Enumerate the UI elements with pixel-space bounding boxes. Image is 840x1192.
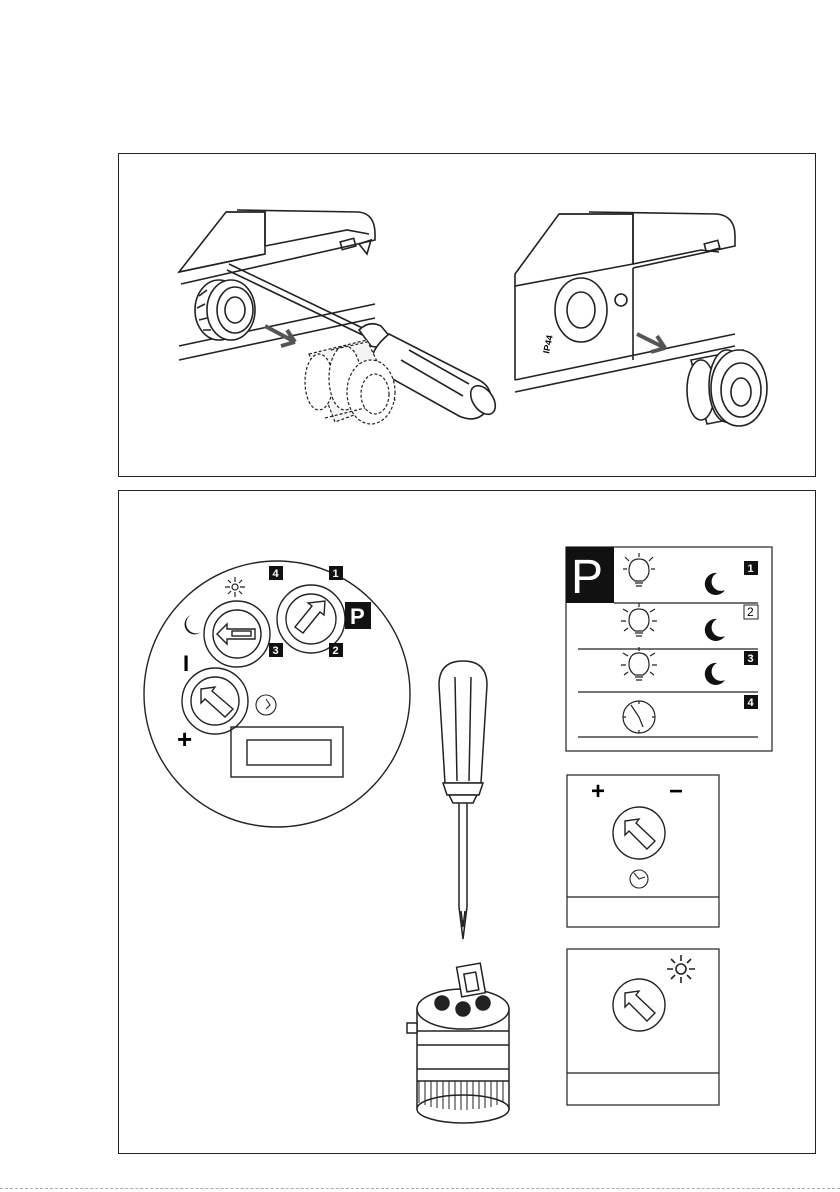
program-header: P bbox=[571, 551, 603, 604]
moon-icon bbox=[590, 955, 607, 978]
moon-icon bbox=[705, 663, 725, 685]
position-tag-4: 4 bbox=[269, 566, 283, 580]
bulb-icon bbox=[621, 603, 657, 636]
sensor-window bbox=[231, 727, 343, 777]
settings-panel: 4 1 3 2 P I + bbox=[118, 490, 816, 1154]
installation-illustration: IP44 bbox=[119, 154, 817, 478]
settings-illustration: 4 1 3 2 P I + bbox=[119, 491, 817, 1155]
svg-text:2: 2 bbox=[747, 605, 754, 619]
program-marker: P bbox=[345, 602, 371, 629]
time-trimmer-dial[interactable] bbox=[613, 807, 665, 859]
moon-icon bbox=[705, 619, 725, 641]
moon-icon bbox=[185, 615, 201, 634]
position-tag-1: 1 bbox=[329, 566, 343, 580]
sensor-knob-extracted bbox=[687, 350, 767, 426]
light-trimmer-dial[interactable] bbox=[204, 601, 270, 667]
svg-text:2: 2 bbox=[333, 645, 339, 657]
sun-icon bbox=[225, 577, 245, 597]
position-tag-3: 3 bbox=[269, 643, 283, 657]
removal-arrow-right-icon bbox=[637, 334, 665, 352]
plus-symbol: + bbox=[591, 778, 605, 805]
svg-text:1: 1 bbox=[748, 563, 754, 575]
minus-symbol: I bbox=[183, 651, 189, 676]
bulb-icon bbox=[621, 647, 657, 680]
clock-icon bbox=[630, 870, 648, 888]
screwdriver-icon bbox=[439, 661, 487, 939]
svg-text:P: P bbox=[350, 604, 365, 629]
sensor-knob-mounted bbox=[195, 280, 255, 340]
program-row-2: 2 bbox=[621, 603, 758, 641]
svg-text:3: 3 bbox=[748, 653, 754, 665]
ip-rating-label: IP44 bbox=[541, 334, 555, 354]
time-trimmer-dial[interactable] bbox=[182, 668, 248, 734]
program-row-4: 4 bbox=[623, 695, 758, 733]
moon-icon bbox=[705, 573, 725, 595]
installation-panel: IP44 bbox=[118, 153, 816, 477]
program-selector-dial[interactable] bbox=[277, 585, 345, 653]
page-edge-rule bbox=[0, 1188, 840, 1189]
sun-icon bbox=[667, 955, 695, 983]
svg-text:3: 3 bbox=[273, 645, 279, 657]
program-table: P 1 bbox=[566, 547, 772, 751]
position-tag-2: 2 bbox=[329, 643, 343, 657]
dial-face: 4 1 3 2 P I + bbox=[144, 561, 410, 827]
bulb-icon bbox=[623, 553, 655, 586]
program-row-3: 3 bbox=[621, 647, 758, 685]
sensor-module bbox=[407, 963, 509, 1123]
light-trimmer-dial[interactable] bbox=[613, 979, 665, 1031]
svg-text:4: 4 bbox=[273, 568, 280, 580]
clock-icon bbox=[256, 695, 276, 715]
plus-symbol: + bbox=[177, 724, 192, 754]
time-adjust-card: + − bbox=[567, 775, 719, 927]
minus-symbol: − bbox=[669, 778, 683, 805]
clock-icon bbox=[623, 701, 655, 733]
svg-text:4: 4 bbox=[748, 697, 755, 709]
removal-arrow-left-icon bbox=[265, 326, 295, 346]
svg-text:1: 1 bbox=[333, 568, 339, 580]
program-row-1: 1 bbox=[623, 553, 758, 595]
light-adjust-card bbox=[567, 949, 719, 1105]
